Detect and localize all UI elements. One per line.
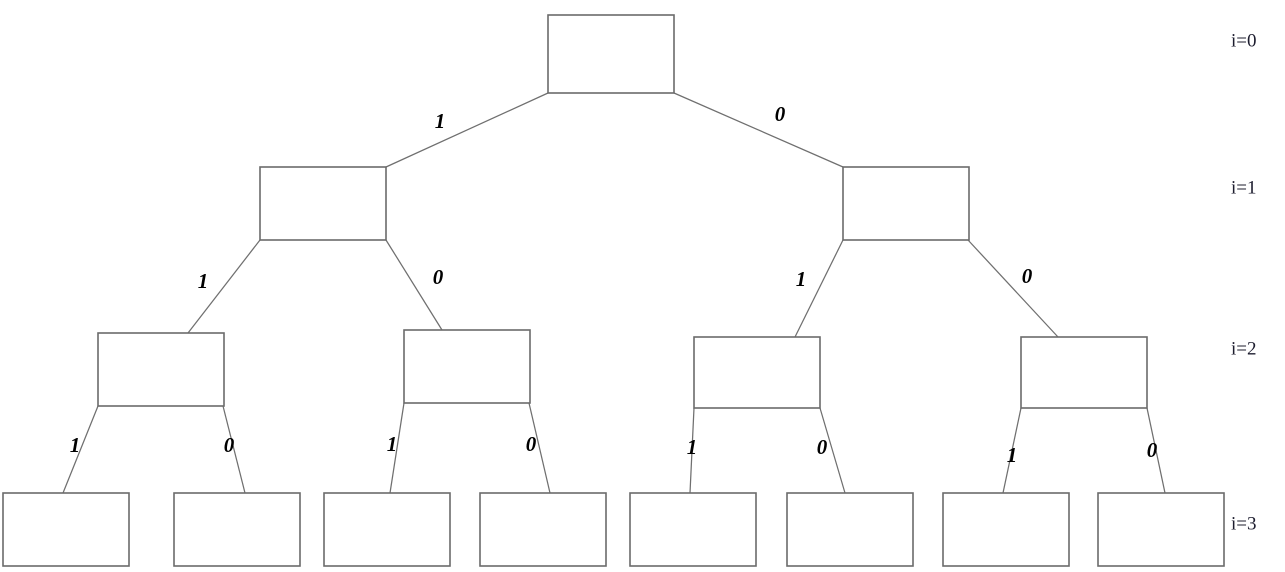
edge-label-n00-n001: 1	[1007, 443, 1018, 467]
edge-label-n1-n11: 1	[198, 269, 209, 293]
edge-label-n1-n10: 0	[433, 265, 444, 289]
tree-edge-n11-n111	[62, 405, 99, 494]
edge-label-n0-n0b: 0	[775, 102, 786, 126]
tree-node-n00[interactable]	[1020, 336, 1148, 409]
tree-edge-n11-n110	[222, 405, 246, 494]
tree-node-n011[interactable]	[629, 492, 757, 567]
tree-edge-n01-n010	[819, 407, 846, 494]
level-label-i3: i=3	[1231, 513, 1257, 534]
tree-node-n0b[interactable]	[842, 166, 970, 241]
tree-edge-n10-n101	[389, 402, 405, 494]
edge-label-n0b-n01: 1	[796, 267, 807, 291]
edge-label-n00-n000: 0	[1147, 438, 1158, 462]
tree-node-n0[interactable]	[547, 14, 675, 94]
tree-node-n000[interactable]	[1097, 492, 1225, 567]
level-label-i0: i=0	[1231, 30, 1257, 51]
tree-node-n111[interactable]	[2, 492, 130, 567]
level-label-i1: i=1	[1231, 177, 1257, 198]
tree-node-n01[interactable]	[693, 336, 821, 409]
tree-edge-n0-n1	[385, 92, 549, 168]
edge-label-n10-n100: 0	[526, 432, 537, 456]
tree-edge-n0b-n01	[794, 239, 844, 338]
tree-node-n101[interactable]	[323, 492, 451, 567]
edge-label-n01-n011: 1	[687, 435, 698, 459]
edge-label-n0b-n00: 0	[1022, 264, 1033, 288]
nodes-layer	[2, 14, 1225, 567]
tree-edge-n00-n000	[1146, 407, 1166, 494]
tree-node-n1[interactable]	[259, 166, 387, 241]
tree-edge-n0-n0b	[673, 92, 844, 168]
tree-edge-n01-n011	[689, 407, 695, 494]
edge-label-n10-n101: 1	[387, 432, 398, 456]
tree-node-n001[interactable]	[942, 492, 1070, 567]
edge-label-n11-n111: 1	[70, 433, 81, 457]
edge-label-n01-n010: 0	[817, 435, 828, 459]
tree-edge-n00-n001	[1002, 407, 1022, 494]
edge-label-n0-n1: 1	[435, 109, 446, 133]
tree-node-n10[interactable]	[403, 329, 531, 404]
level-label-i2: i=2	[1231, 338, 1257, 359]
tree-node-n100[interactable]	[479, 492, 607, 567]
tree-edge-n0b-n00	[967, 239, 1059, 338]
tree-edge-n10-n100	[528, 402, 551, 494]
edges-layer	[62, 92, 1166, 494]
edge-labels-layer: 1 0 1 0 1 0 1 0 1 0 1 0 1 0	[70, 102, 1158, 467]
tree-node-n110[interactable]	[173, 492, 301, 567]
tree-edge-n1-n10	[385, 239, 443, 331]
tree-node-n11[interactable]	[97, 332, 225, 407]
level-labels-layer: i=0 i=1 i=2 i=3	[1231, 30, 1257, 534]
tree-edge-n1-n11	[187, 239, 261, 334]
tree-node-n010[interactable]	[786, 492, 914, 567]
edge-label-n11-n110: 0	[224, 433, 235, 457]
